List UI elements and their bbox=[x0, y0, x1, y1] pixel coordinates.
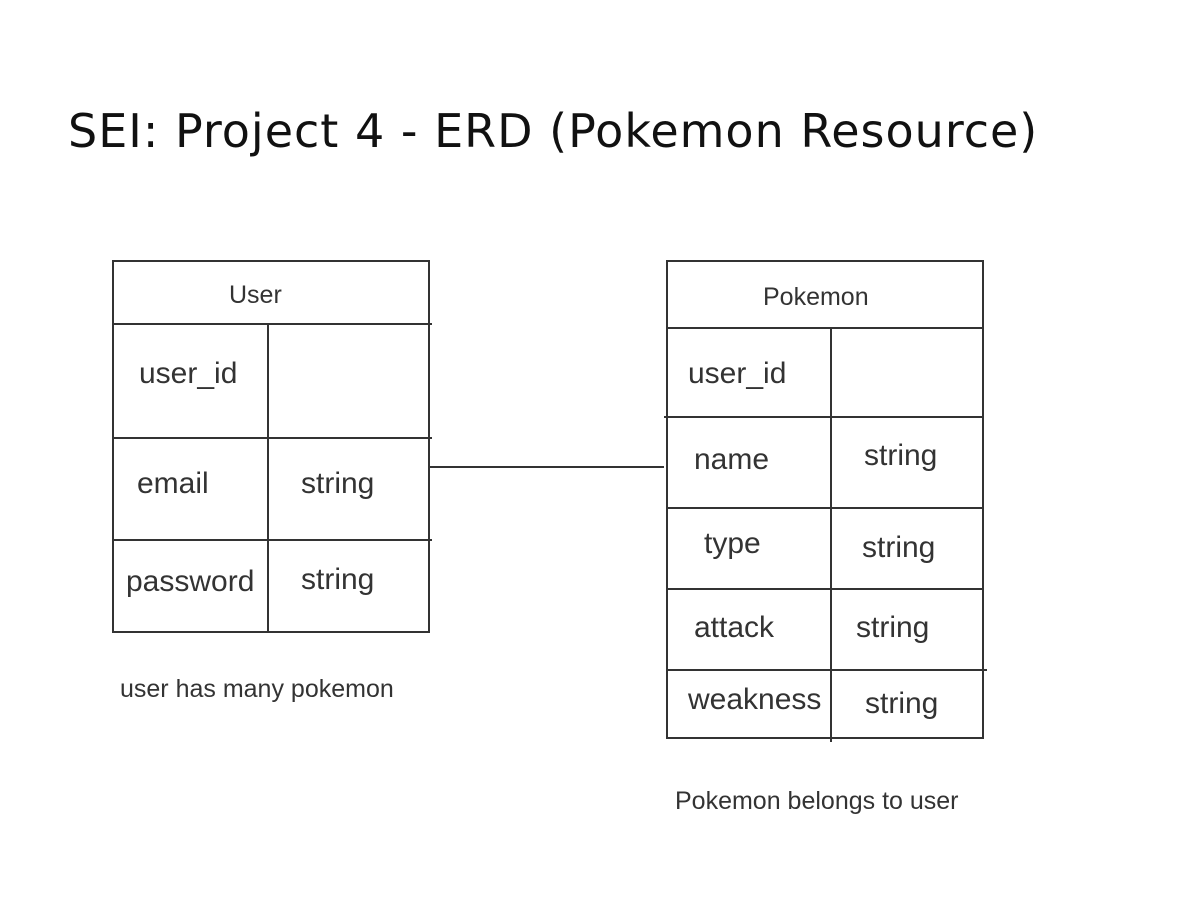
pokemon-type-name: string bbox=[864, 439, 938, 472]
user-table-outline bbox=[112, 260, 432, 633]
user-entity-name: User bbox=[229, 281, 282, 309]
pokemon-field-weakness: weakness bbox=[688, 683, 822, 716]
pokemon-field-type: type bbox=[704, 527, 761, 560]
pokemon-field-user-id: user_id bbox=[688, 357, 787, 390]
pokemon-type-weakness: string bbox=[865, 687, 939, 720]
pokemon-field-attack: attack bbox=[694, 611, 775, 644]
pokemon-table-outline bbox=[664, 260, 987, 742]
user-field-email: email bbox=[137, 467, 209, 500]
pokemon-type-type: string bbox=[862, 531, 936, 564]
user-type-email: string bbox=[301, 467, 375, 500]
user-field-password: password bbox=[126, 565, 255, 598]
pokemon-entity-name: Pokemon bbox=[763, 283, 869, 311]
user-field-user-id: user_id bbox=[139, 357, 238, 390]
user-relationship-note: user has many pokemon bbox=[120, 675, 394, 703]
pokemon-type-attack: string bbox=[856, 611, 930, 644]
pokemon-field-name: name bbox=[694, 443, 770, 476]
pokemon-relationship-note: Pokemon belongs to user bbox=[675, 787, 959, 815]
user-type-password: string bbox=[301, 563, 375, 596]
diagram-title: SEI: Project 4 - ERD (Pokemon Resource) bbox=[68, 104, 1039, 158]
